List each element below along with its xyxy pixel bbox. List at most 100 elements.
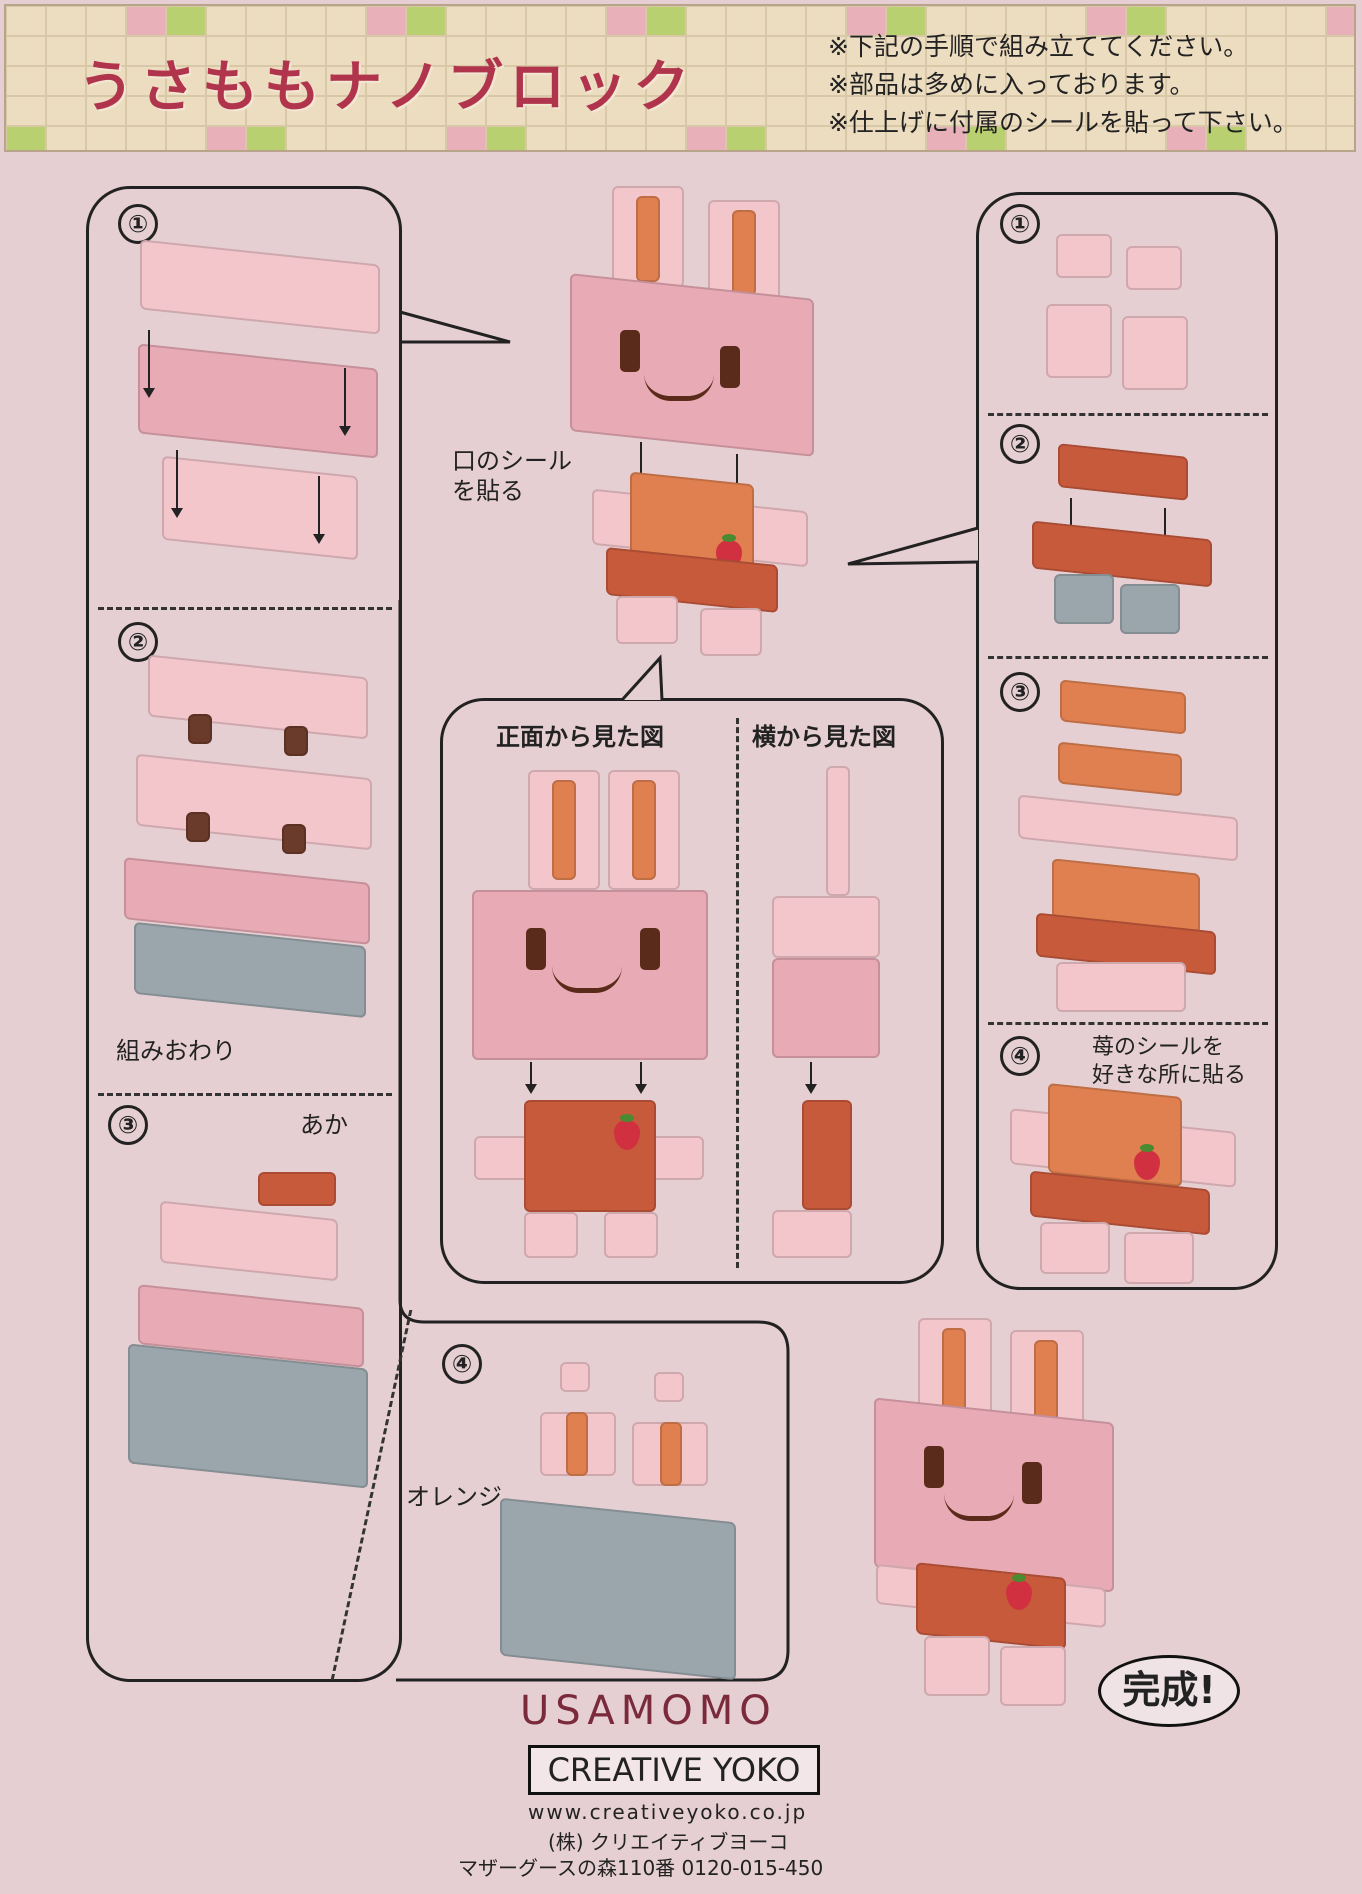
step-divider: [98, 1093, 392, 1096]
brick-legs: [1056, 962, 1186, 1012]
grid-cell: [646, 6, 686, 36]
bunny-leg: [616, 596, 678, 644]
view-divider: [736, 718, 739, 1268]
company-logo: CREATIVE YOKO: [528, 1745, 820, 1795]
step-divider: [98, 607, 392, 610]
website-url[interactable]: www.creativeyoko.co.jp: [528, 1800, 807, 1824]
grid-cell: [726, 66, 766, 96]
grid-cell: [686, 126, 726, 152]
company-name-jp: (株) クリエイティブヨーコ: [548, 1826, 788, 1855]
grid-cell: [486, 6, 526, 36]
note-line: ※部品は多めに入っております。: [828, 66, 1298, 104]
left-panel-callout: [396, 300, 516, 370]
grid-cell: [6, 36, 46, 66]
bunny-eye: [924, 1446, 944, 1488]
bunny-leg: [1040, 1222, 1110, 1274]
right-step-2-number: ②: [1000, 424, 1040, 464]
grid-cell: [166, 6, 206, 36]
bunny-ear-stripe: [632, 780, 656, 880]
step2-label: 組みおわり: [116, 1036, 236, 1066]
grid-cell: [686, 6, 726, 36]
grid-cell: [446, 6, 486, 36]
grid-cell: [526, 126, 566, 152]
front-view-label: 正面から見た図: [496, 722, 664, 752]
grid-cell: [606, 126, 646, 152]
brick-small: [1122, 316, 1188, 390]
grid-cell: [766, 126, 806, 152]
side-leg: [772, 1210, 852, 1258]
ear-brick: [560, 1362, 590, 1392]
brick-small: [1126, 246, 1182, 290]
grid-cell: [766, 6, 806, 36]
ear-brick: [654, 1372, 684, 1402]
brick-layer: [128, 1343, 368, 1488]
arrow-icon: [640, 1062, 642, 1092]
left-step-1-number: ①: [118, 204, 158, 244]
grid-cell: [566, 6, 606, 36]
left-step-3-number: ③: [108, 1105, 148, 1145]
grid-cell: [406, 126, 446, 152]
bunny-leg: [924, 1636, 990, 1696]
bunny-leg: [1124, 1232, 1194, 1284]
arrow-icon: [530, 1062, 532, 1092]
mouth-sticker-label: 口のシール を貼る: [452, 446, 572, 506]
left-step-4-number: ④: [442, 1344, 482, 1384]
step-divider: [988, 413, 1268, 416]
bunny-leg: [604, 1212, 658, 1258]
step-divider: [988, 1022, 1268, 1025]
step4-label: オレンジ: [406, 1482, 502, 1512]
grid-cell: [46, 126, 86, 152]
eye-brick: [188, 714, 212, 744]
grid-cell: [286, 126, 326, 152]
grid-cell: [766, 66, 806, 96]
grid-cell: [326, 6, 366, 36]
header-notes: ※下記の手順で組み立ててください。 ※部品は多めに入っております。 ※仕上げに付…: [828, 28, 1298, 142]
bunny-eye: [720, 346, 740, 388]
page-title: うさももナノブロック: [78, 42, 695, 123]
bunny-body: [1048, 1083, 1182, 1187]
grid-cell: [726, 96, 766, 126]
header-banner: うさももナノブロック ※下記の手順で組み立ててください。 ※部品は多めに入ってお…: [4, 4, 1356, 152]
right-step-4-number: ④: [1000, 1036, 1040, 1076]
ear-stripe: [660, 1422, 682, 1486]
bunny-ear-stripe: [636, 196, 660, 282]
grid-cell: [46, 6, 86, 36]
ear-stripe: [566, 1412, 588, 1476]
brick-gray: [1054, 574, 1114, 624]
brand-logo: USAMOMO: [520, 1688, 777, 1734]
bunny-head: [570, 273, 814, 457]
side-body: [802, 1100, 852, 1210]
grid-cell: [1326, 96, 1356, 126]
grid-cell: [286, 6, 326, 36]
arrow-icon: [148, 330, 150, 396]
grid-cell: [526, 6, 566, 36]
brick-gray: [1120, 584, 1180, 634]
grid-cell: [446, 126, 486, 152]
side-head: [772, 958, 880, 1058]
bunny-ear-stripe: [552, 780, 576, 880]
grid-cell: [6, 126, 46, 152]
grid-cell: [126, 6, 166, 36]
grid-cell: [86, 6, 126, 36]
grid-cell: [206, 126, 246, 152]
side-head: [772, 896, 880, 958]
bunny-leg: [524, 1212, 578, 1258]
right-panel-callout: [844, 524, 980, 568]
bunny-eye: [1022, 1462, 1042, 1504]
arrow-icon: [318, 476, 320, 542]
side-view-label: 横から見た図: [752, 722, 896, 752]
strawberry-sticker-label: 苺のシールを 好きな所に貼る: [1092, 1034, 1246, 1090]
grid-cell: [406, 6, 446, 36]
grid-cell: [726, 126, 766, 152]
grid-cell: [246, 6, 286, 36]
grid-cell: [206, 6, 246, 36]
grid-cell: [366, 6, 406, 36]
grid-cell: [1326, 36, 1356, 66]
brick-layer: [500, 1498, 736, 1681]
right-step-1-number: ①: [1000, 204, 1040, 244]
brick-red: [258, 1172, 336, 1206]
eye-brick: [282, 824, 306, 854]
grid-cell: [166, 126, 206, 152]
step3-label: あか: [300, 1110, 348, 1140]
arrow-icon: [810, 1062, 812, 1092]
